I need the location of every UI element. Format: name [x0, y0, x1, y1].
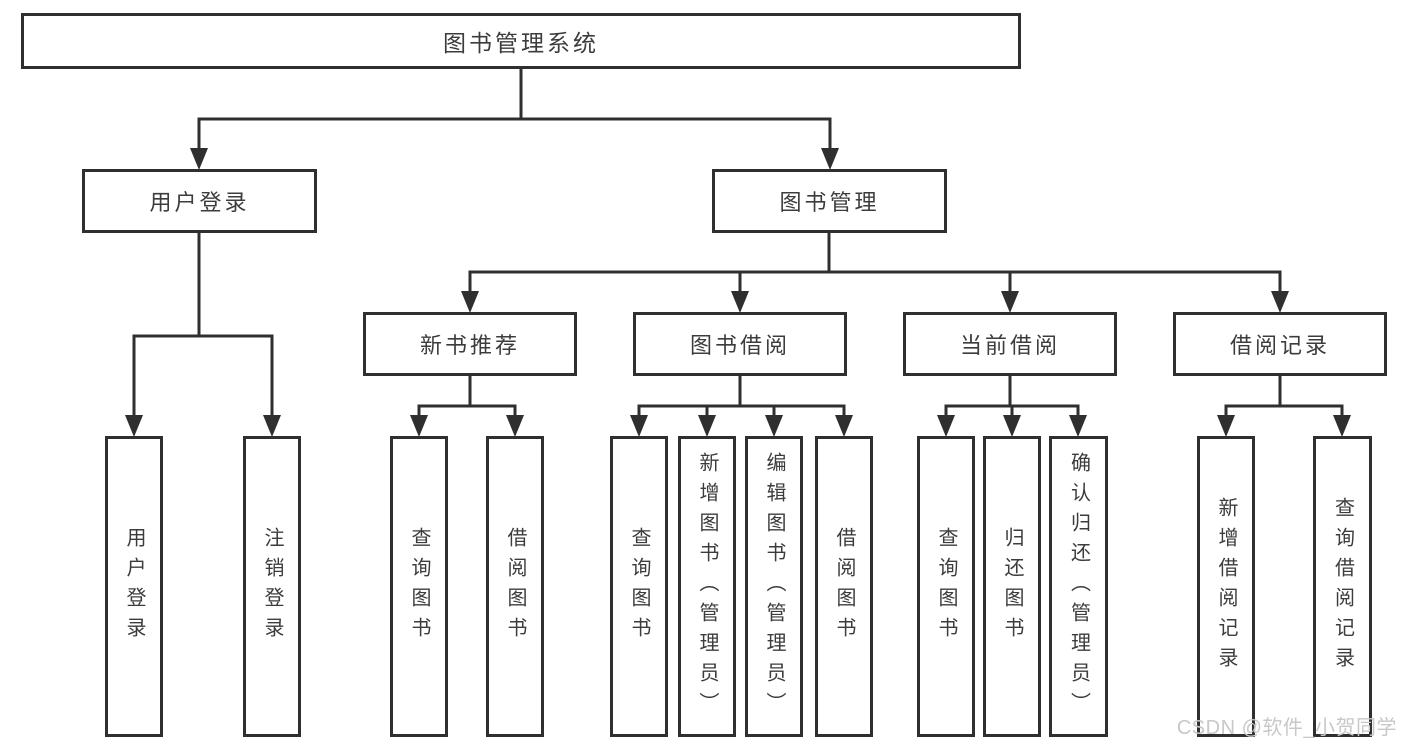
leaf-records-query-borrow-record: 查询借阅记录: [1313, 436, 1372, 737]
node-system-root: 图书管理系统: [21, 13, 1021, 69]
node-new-book-recommend: 新书推荐: [363, 312, 577, 376]
leaf-current-query-books: 查询图书: [917, 436, 975, 737]
node-user-login: 用户登录: [82, 169, 317, 233]
node-book-management: 图书管理: [712, 169, 947, 233]
leaf-logout-login: 注销登录: [243, 436, 301, 737]
node-current-borrowing: 当前借阅: [903, 312, 1117, 376]
leaf-borrow-borrow-books: 借阅图书: [815, 436, 873, 737]
leaf-borrow-edit-books-admin: 编辑图书（管理员）: [745, 436, 803, 737]
leaf-current-return-books: 归还图书: [983, 436, 1041, 737]
leaf-user-login: 用户登录: [105, 436, 163, 737]
leaf-records-add-borrow-record: 新增借阅记录: [1197, 436, 1255, 737]
node-book-borrowing: 图书借阅: [633, 312, 847, 376]
leaf-newrec-query-books: 查询图书: [390, 436, 448, 737]
leaf-newrec-borrow-books: 借阅图书: [486, 436, 544, 737]
node-borrowing-records: 借阅记录: [1173, 312, 1387, 376]
leaf-borrow-query-books: 查询图书: [610, 436, 668, 737]
leaf-borrow-add-books-admin: 新增图书（管理员）: [678, 436, 736, 737]
leaf-current-confirm-return-admin: 确认归还（管理员）: [1049, 436, 1108, 737]
csdn-watermark: CSDN @软件_小贺同学: [1176, 717, 1397, 739]
arrow-heads: [125, 148, 1351, 437]
